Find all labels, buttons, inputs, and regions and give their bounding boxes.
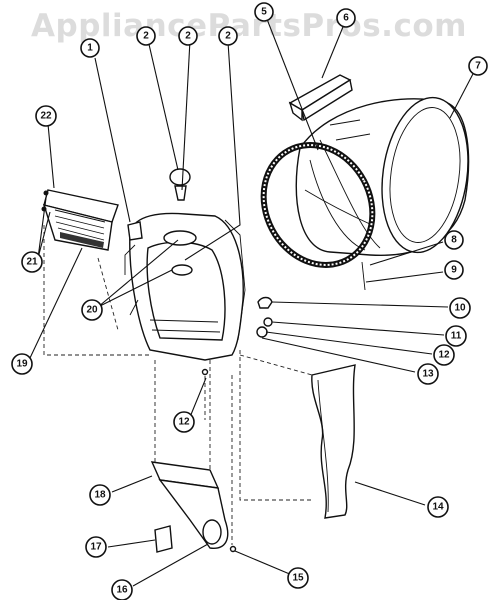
lint-filter [41,189,119,251]
svg-text:9: 9 [451,265,457,276]
callout-20: 20 [81,299,103,321]
front-bulkhead [124,212,246,361]
callout-11: 11 [445,325,467,347]
callout-21: 21 [21,251,43,273]
svg-text:2: 2 [143,31,149,42]
svg-text:17: 17 [90,542,102,553]
lower-bracket [150,461,237,553]
svg-text:1: 1 [87,43,93,54]
svg-text:20: 20 [86,305,98,316]
svg-text:22: 22 [40,111,52,122]
svg-text:10: 10 [454,303,466,314]
svg-text:13: 13 [422,369,434,380]
callout-9: 9 [444,260,464,280]
front-duct-panel [311,364,356,519]
callout-13: 13 [417,363,439,385]
callout-5: 5 [254,2,274,22]
callout-12b: 12 [173,411,195,433]
svg-text:18: 18 [94,490,106,501]
assembly-guides [43,225,313,545]
baffle [288,74,353,122]
svg-text:8: 8 [451,235,457,246]
callout-14: 14 [427,496,449,518]
callout-19: 19 [11,353,33,375]
callout-2c: 2 [218,26,238,46]
callout-17: 17 [85,536,107,558]
callout-6: 6 [336,8,356,28]
svg-text:7: 7 [475,61,481,72]
watermark: AppliancePartsPros.com [31,8,467,44]
callout-1: 1 [80,38,100,58]
callout-12a: 12 [433,344,455,366]
svg-text:19: 19 [16,359,28,370]
thermostat [169,168,191,201]
callout-2b: 2 [178,26,198,46]
callout-18: 18 [89,484,111,506]
callout-16: 16 [111,579,133,600]
svg-text:21: 21 [26,257,38,268]
callout-22: 22 [35,105,57,127]
callout-15: 15 [287,567,309,589]
svg-text:5: 5 [261,7,267,18]
callout-10: 10 [449,297,471,319]
svg-text:2: 2 [185,31,191,42]
callout-7: 7 [468,56,488,76]
leader-lines [29,13,476,587]
callout-2a: 2 [136,26,156,46]
svg-text:15: 15 [292,573,304,584]
svg-text:6: 6 [343,13,349,24]
svg-text:16: 16 [116,585,128,596]
svg-text:12: 12 [178,417,190,428]
svg-text:12: 12 [438,350,450,361]
drum [295,96,470,257]
svg-text:14: 14 [432,502,444,513]
svg-text:2: 2 [225,31,231,42]
small-fasteners [201,296,273,376]
callout-8: 8 [444,230,464,250]
drum-seal [260,142,376,268]
svg-text:11: 11 [451,331,462,342]
